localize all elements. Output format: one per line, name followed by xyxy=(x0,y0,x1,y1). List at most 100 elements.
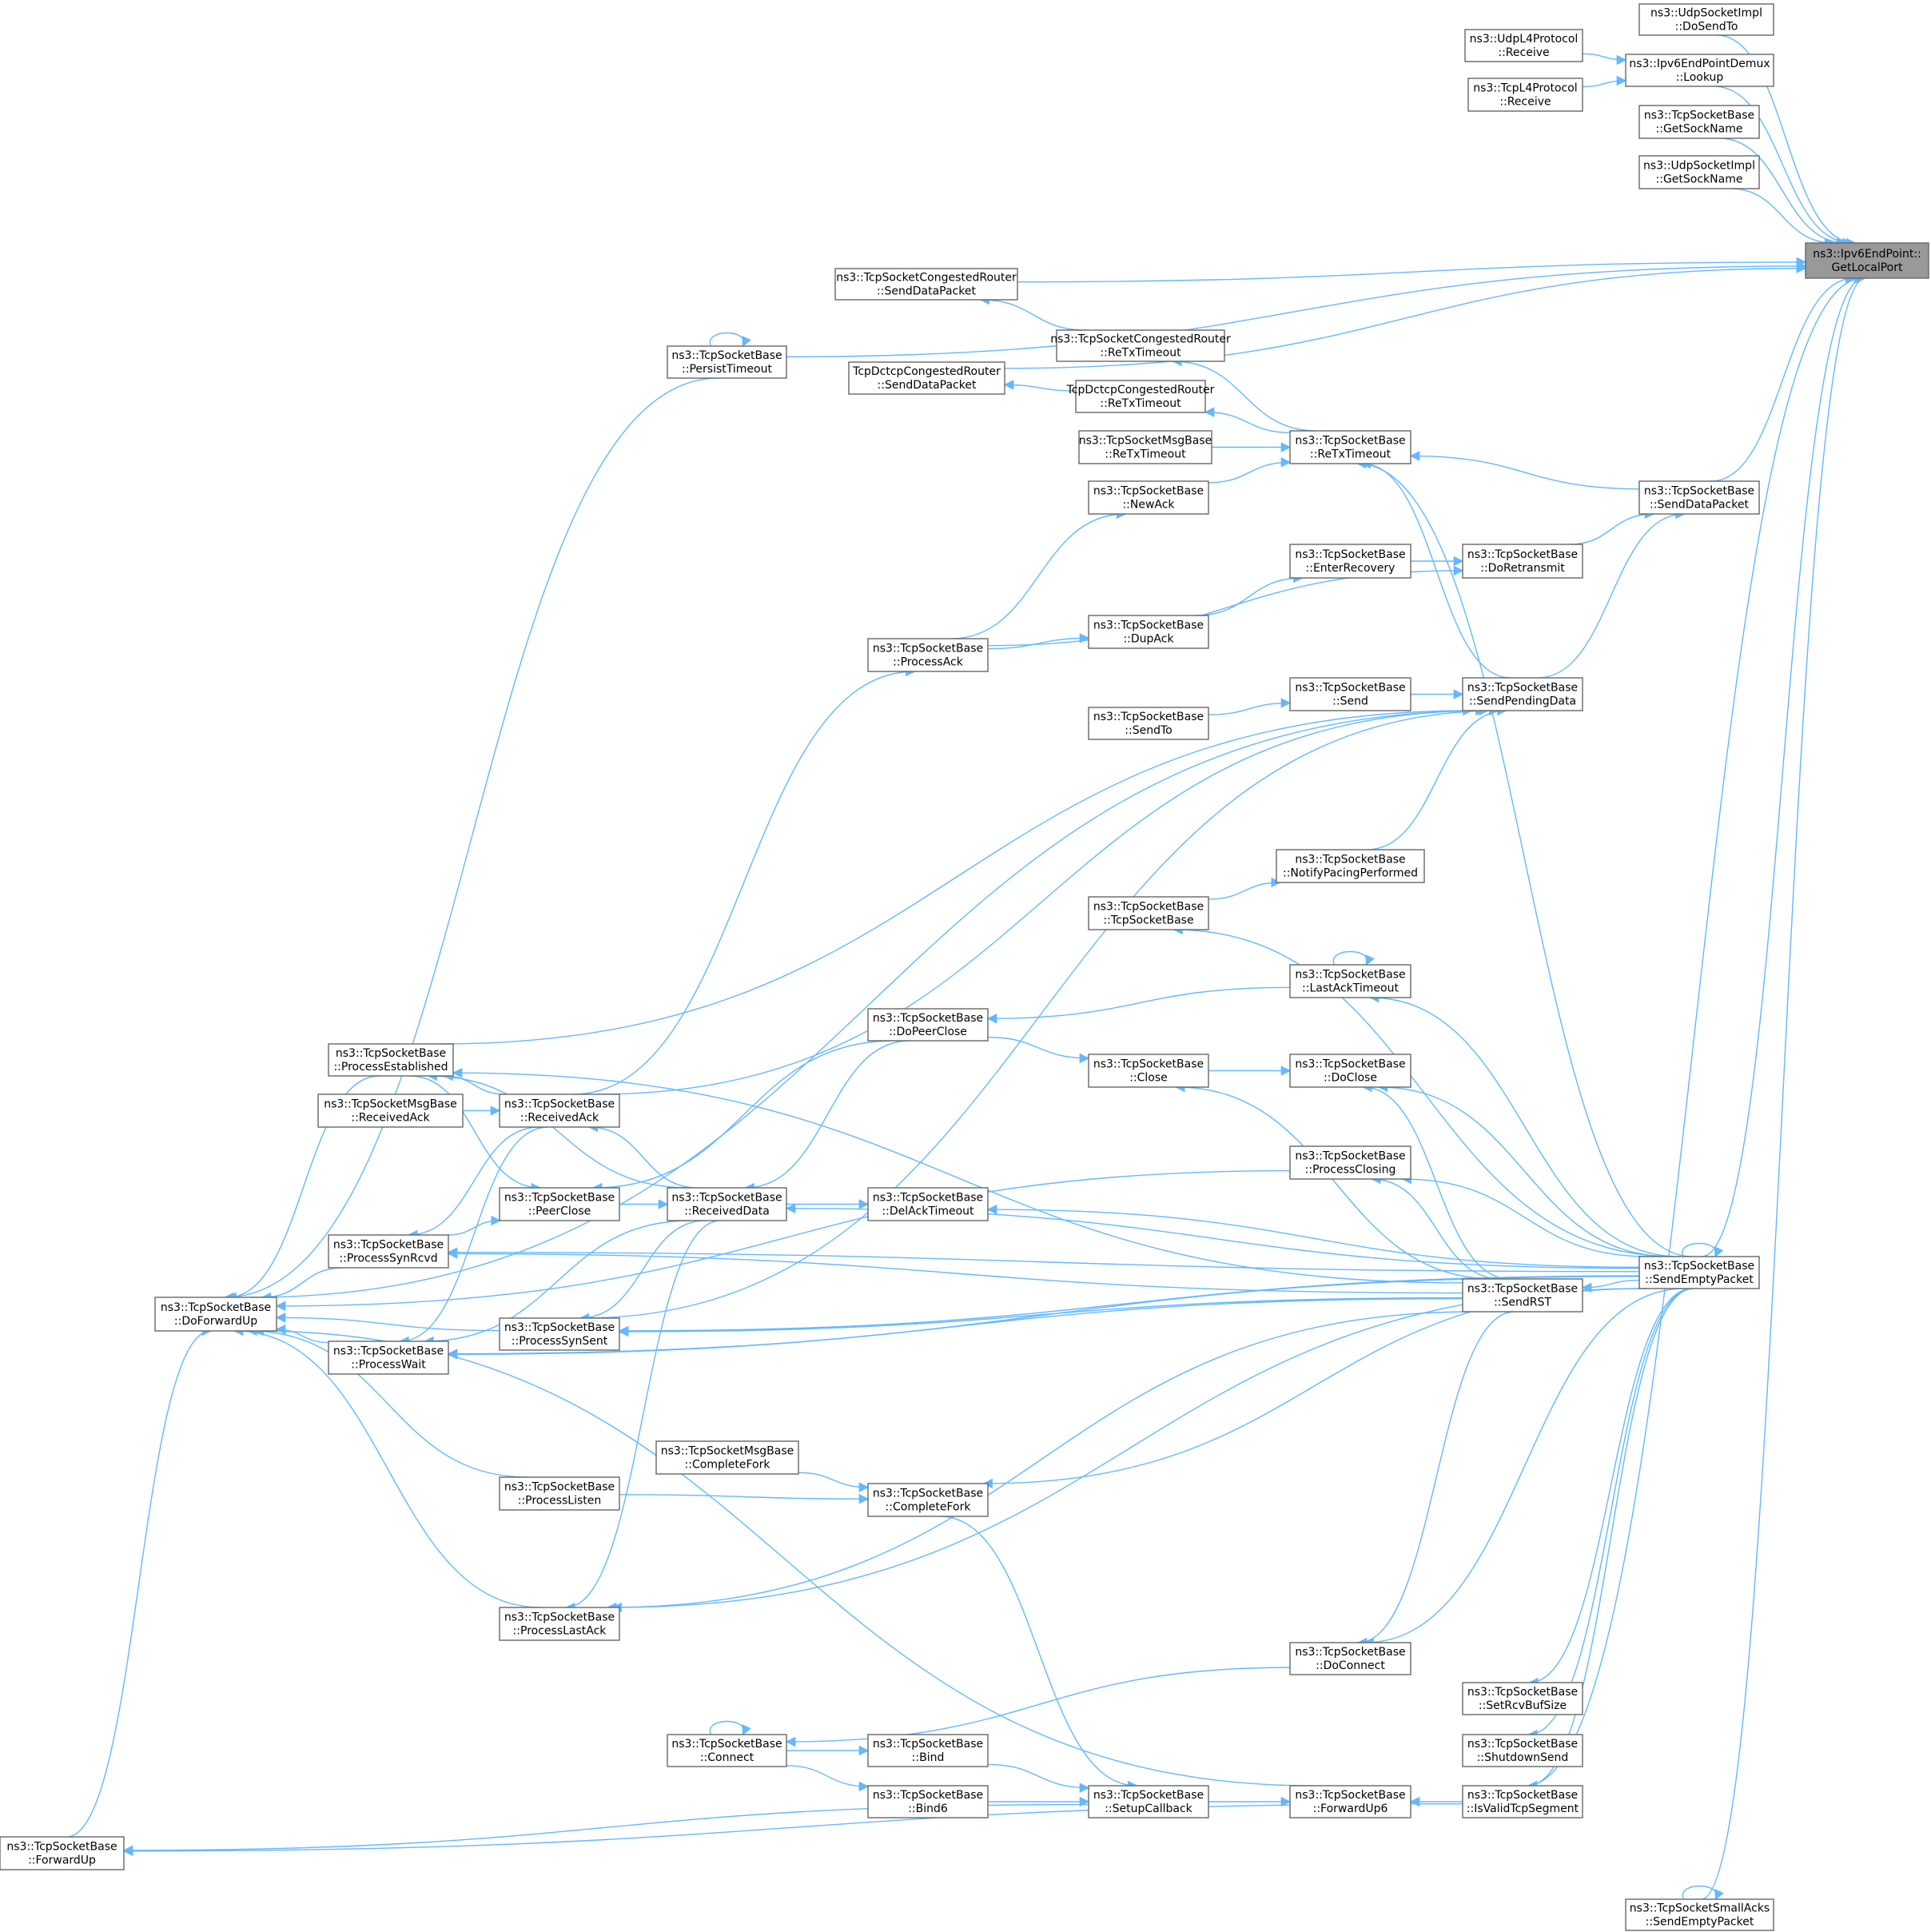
node-sendto[interactable]: ns3::TcpSocketBase::SendTo xyxy=(1088,707,1209,740)
edge-dctcp_senddatapacket-to-root xyxy=(1004,263,1807,369)
node-label-line: ::DoPeerClose xyxy=(889,1026,967,1038)
node-label-line: ::ProcessSynRcvd xyxy=(339,1253,437,1265)
node-peerclose[interactable]: ns3::TcpSocketBase::PeerClose xyxy=(499,1187,620,1221)
node-tsb_getsockname[interactable]: ns3::TcpSocketBase::GetSockName xyxy=(1638,105,1760,139)
node-box xyxy=(1462,1278,1583,1313)
node-udpl4_receive[interactable]: ns3::UdpL4Protocol::Receive xyxy=(1464,29,1583,62)
node-notifypacing[interactable]: ns3::TcpSocketBase::NotifyPacingPerforme… xyxy=(1276,849,1425,883)
node-close[interactable]: ns3::TcpSocketBase::Close xyxy=(1088,1054,1209,1088)
node-box xyxy=(1625,54,1774,87)
node-box xyxy=(1638,105,1760,139)
node-processclosing[interactable]: ns3::TcpSocketBase::ProcessClosing xyxy=(1289,1145,1411,1180)
node-label-line: ::LastAckTimeout xyxy=(1302,982,1399,995)
node-isvalidtcpsegment[interactable]: ns3::TcpSocketBase::IsValidTcpSegment xyxy=(1462,1785,1583,1818)
node-senddatapacket[interactable]: ns3::TcpSocketBase::SendDataPacket xyxy=(1638,480,1760,515)
node-doforwardup[interactable]: ns3::TcpSocketBase::DoForwardUp xyxy=(154,1297,277,1332)
node-label-line: ::ForwardUp6 xyxy=(1313,1803,1388,1815)
node-label-line: ::ProcessAck xyxy=(893,656,964,669)
node-label-line: ::SetRcvBufSize xyxy=(1479,1699,1567,1712)
node-congested_senddatapacket[interactable]: ns3::TcpSocketCongestedRouter::SendDataP… xyxy=(834,268,1018,301)
node-processsynrcvd[interactable]: ns3::TcpSocketBase::ProcessSynRcvd xyxy=(328,1234,449,1269)
node-dupack[interactable]: ns3::TcpSocketBase::DupAck xyxy=(1088,615,1209,649)
node-connect[interactable]: ns3::TcpSocketBase::Connect xyxy=(667,1734,787,1767)
node-label-line: ::DoSendTo xyxy=(1675,21,1738,34)
node-completefork[interactable]: ns3::TcpSocketBase::CompleteFork xyxy=(867,1483,989,1517)
node-label-line: ::ReTxTimeout xyxy=(1100,397,1181,410)
edge-forwardup6-to-doforwardup xyxy=(253,1325,1313,1787)
node-processsynsent[interactable]: ns3::TcpSocketBase::ProcessSynSent xyxy=(499,1317,620,1351)
node-tcpl4_receive[interactable]: ns3::TcpL4Protocol::Receive xyxy=(1467,78,1583,112)
node-processwait[interactable]: ns3::TcpSocketBase::ProcessWait xyxy=(328,1340,449,1375)
node-dopeerclose[interactable]: ns3::TcpSocketBase::DoPeerClose xyxy=(867,1008,989,1042)
node-bind6[interactable]: ns3::TcpSocketBase::Bind6 xyxy=(867,1785,989,1818)
node-congested_retxtimeout[interactable]: ns3::TcpSocketCongestedRouter::ReTxTimeo… xyxy=(1050,329,1231,362)
node-enterrecovery[interactable]: ns3::TcpSocketBase::EnterRecovery xyxy=(1289,544,1411,579)
node-setupcallback[interactable]: ns3::TcpSocketBase::SetupCallback xyxy=(1088,1785,1209,1818)
node-msgbase_receivedack[interactable]: ns3::TcpSocketMsgBase::ReceivedAck xyxy=(317,1093,464,1128)
edge-sendrst-to-processsynrcvd xyxy=(447,1249,1463,1294)
node-sendrst[interactable]: ns3::TcpSocketBase::SendRST xyxy=(1462,1278,1583,1313)
node-box xyxy=(867,1187,989,1221)
node-label-line: ns3::TcpSocketBase xyxy=(1295,1150,1405,1163)
edge-sendrst-to-processestablished xyxy=(452,1067,1463,1284)
node-udpimpl_dosendto[interactable]: ns3::UdpSocketImpl::DoSendTo xyxy=(1638,3,1774,36)
node-box xyxy=(1462,544,1583,579)
node-receivedack[interactable]: ns3::TcpSocketBase::ReceivedAck xyxy=(499,1093,620,1128)
edge-sendemptypacket-to-shutdownsend xyxy=(1527,1288,1694,1740)
edge-receivedack-to-processack xyxy=(572,666,916,1095)
node-label-line: ::SendDataPacket xyxy=(878,379,977,392)
node-processlastack[interactable]: ns3::TcpSocketBase::ProcessLastAck xyxy=(499,1607,620,1641)
node-box xyxy=(667,1187,787,1221)
node-delacktimeout[interactable]: ns3::TcpSocketBase::DelAckTimeout xyxy=(867,1187,989,1221)
node-udp_getsockname[interactable]: ns3::UdpSocketImpl::GetSockName xyxy=(1638,155,1760,189)
node-label-line: ns3::UdpSocketImpl xyxy=(1650,7,1762,20)
edge-processclosing-to-doforwardup xyxy=(275,1169,1291,1312)
node-sendemptypacket[interactable]: ns3::TcpSocketBase::SendEmptyPacket xyxy=(1638,1256,1760,1289)
node-retxtimeout[interactable]: ns3::TcpSocketBase::ReTxTimeout xyxy=(1289,430,1411,464)
node-msgbase_retxtimeout[interactable]: ns3::TcpSocketMsgBase::ReTxTimeout xyxy=(1078,430,1212,464)
edge-receiveddata-to-receivedack xyxy=(587,1121,698,1189)
node-box xyxy=(655,1440,799,1475)
edge-sendemptypacket-to-processsynsent xyxy=(618,1275,1640,1336)
node-send[interactable]: ns3::TcpSocketBase::Send xyxy=(1289,677,1411,711)
node-label-line: ns3::TcpSocketSmallAcks xyxy=(1630,1902,1770,1915)
edge-sendpendingdata-to-senddatapacket xyxy=(1537,508,1686,679)
node-label-line: ns3::TcpSocketBase xyxy=(873,1012,983,1025)
node-root[interactable]: ns3::Ipv6EndPoint::GetLocalPort xyxy=(1805,242,1929,279)
node-box xyxy=(1056,329,1225,362)
node-doconnect[interactable]: ns3::TcpSocketBase::DoConnect xyxy=(1289,1642,1411,1675)
node-processack[interactable]: ns3::TcpSocketBase::ProcessAck xyxy=(867,638,989,672)
node-sendpendingdata[interactable]: ns3::TcpSocketBase::SendPendingData xyxy=(1462,677,1583,711)
node-box xyxy=(667,345,787,379)
node-bind[interactable]: ns3::TcpSocketBase::Bind xyxy=(867,1734,989,1767)
node-shutdownsend[interactable]: ns3::TcpSocketBase::ShutdownSend xyxy=(1462,1734,1583,1767)
edge-tcpsocketbase-to-notifypacing xyxy=(1208,877,1282,900)
node-persisttimeout[interactable]: ns3::TcpSocketBase::PersistTimeout xyxy=(667,345,787,379)
node-forwardup6[interactable]: ns3::TcpSocketBase::ForwardUp6 xyxy=(1289,1785,1411,1818)
node-setrcvbufsize[interactable]: ns3::TcpSocketBase::SetRcvBufSize xyxy=(1462,1682,1583,1715)
node-doclose[interactable]: ns3::TcpSocketBase::DoClose xyxy=(1289,1054,1411,1088)
edge-sendrst-to-processsynsent xyxy=(618,1297,1463,1337)
node-smallacks_sendemptypacket[interactable]: ns3::TcpSocketSmallAcks::SendEmptyPacket xyxy=(1625,1898,1774,1931)
node-forwardup[interactable]: ns3::TcpSocketBase::ForwardUp xyxy=(0,1836,125,1870)
node-label-line: TcpDctcpCongestedRouter xyxy=(852,365,1001,378)
node-lastacktimeout[interactable]: ns3::TcpSocketBase::LastAckTimeout xyxy=(1289,964,1411,998)
node-box xyxy=(499,1607,620,1641)
node-tcpsocketbase[interactable]: ns3::TcpSocketBase::TcpSocketBase xyxy=(1088,896,1209,930)
node-msgbase_completefork[interactable]: ns3::TcpSocketMsgBase::CompleteFork xyxy=(655,1440,799,1475)
node-label-line: ::ProcessSynSent xyxy=(512,1335,608,1348)
edge-congested_senddatapacket-to-root xyxy=(1017,257,1807,283)
node-processlisten[interactable]: ns3::TcpSocketBase::ProcessListen xyxy=(499,1476,620,1511)
node-newack[interactable]: ns3::TcpSocketBase::NewAck xyxy=(1088,480,1209,515)
node-label-line: ::ForwardUp xyxy=(28,1854,96,1867)
node-dctcp_senddatapacket[interactable]: TcpDctcpCongestedRouter::SendDataPacket xyxy=(848,361,1005,395)
node-processestablished[interactable]: ns3::TcpSocketBase::ProcessEstablished xyxy=(328,1043,454,1077)
node-demux_lookup[interactable]: ns3::Ipv6EndPointDemux::Lookup xyxy=(1625,54,1774,87)
node-doretransmit[interactable]: ns3::TcpSocketBase::DoRetransmit xyxy=(1462,544,1583,579)
node-box xyxy=(499,1187,620,1221)
node-label-line: ns3::TcpSocketBase xyxy=(1295,969,1405,982)
node-box xyxy=(1289,964,1411,998)
node-box xyxy=(328,1340,449,1375)
node-receiveddata[interactable]: ns3::TcpSocketBase::ReceivedData xyxy=(667,1187,787,1221)
node-dctcp_retxtimeout[interactable]: TcpDctcpCongestedRouter::ReTxTimeout xyxy=(1066,380,1215,413)
